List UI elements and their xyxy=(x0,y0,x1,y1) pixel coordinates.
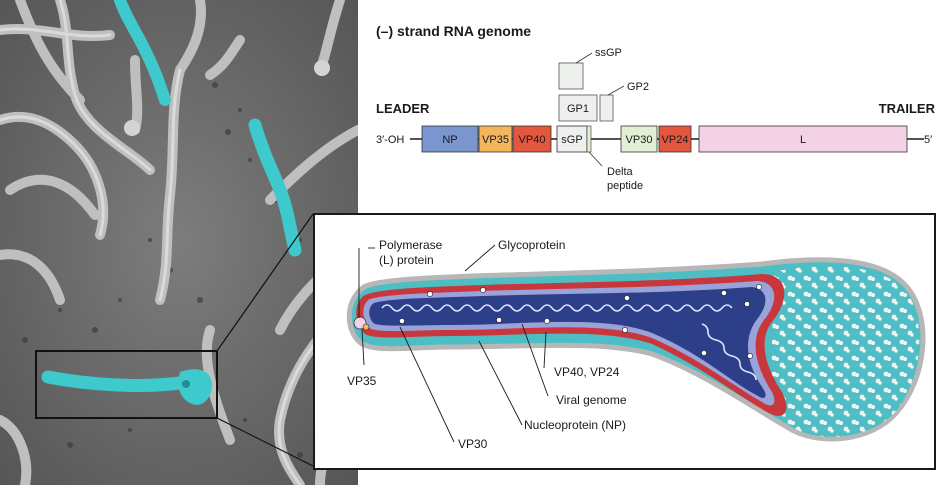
label-leaders xyxy=(358,244,549,443)
gene-l: L xyxy=(698,125,908,153)
gene-vp24: VP24 xyxy=(658,125,692,153)
gene-np-label: NP xyxy=(442,134,457,146)
gene-vp40-label: VP40 xyxy=(519,134,546,146)
nucleoprotein-coil-branch xyxy=(701,323,757,381)
delta-peptide-label-2: peptide xyxy=(607,180,643,192)
gp1-box xyxy=(558,94,598,122)
trailer-label: TRAILER xyxy=(878,101,935,116)
nucleoprotein-label: Nucleoprotein (NP) xyxy=(524,418,626,432)
delta-peptide-leader xyxy=(588,151,603,167)
leader-label: LEADER xyxy=(376,101,430,116)
virion-inset: Polymerase (L) protein Glycoprotein VP35… xyxy=(313,213,936,470)
gene-vp35-label: VP35 xyxy=(482,134,509,146)
gene-vp24-label: VP24 xyxy=(662,134,689,146)
vp35-label: VP35 xyxy=(347,374,377,388)
virion-head-knobs xyxy=(770,266,920,437)
gene-vp35: VP35 xyxy=(478,125,513,153)
gene-vp40: VP40 xyxy=(512,125,552,153)
ssgp-label: ssGP xyxy=(595,47,622,59)
glycoprotein-label: Glycoprotein xyxy=(498,238,565,252)
vp30-label: VP30 xyxy=(458,437,488,451)
delta-peptide-label-1: Delta xyxy=(607,166,634,178)
five-prime-end: 5′ xyxy=(924,134,932,146)
nucleoprotein-coil xyxy=(381,304,733,312)
gene-l-label: L xyxy=(800,134,806,146)
gp2-leader xyxy=(607,85,625,96)
polymerase-label-2: (L) protein xyxy=(379,253,434,267)
gene-np: NP xyxy=(421,125,479,153)
electron-micrograph xyxy=(0,0,358,485)
ssgp-leader xyxy=(575,52,593,64)
gp2-label: GP2 xyxy=(627,81,649,93)
gp2-box xyxy=(599,94,614,122)
three-prime-end: 3′-OH xyxy=(376,134,404,146)
gp1-label: GP1 xyxy=(567,103,589,115)
genome-title: (–) strand RNA genome xyxy=(376,23,532,39)
gene-vp30-label: VP30 xyxy=(626,134,653,146)
viral-genome-label: Viral genome xyxy=(556,393,627,407)
nucleocapsid-core xyxy=(369,287,766,398)
gene-vp30: VP30 xyxy=(620,125,658,153)
genome-map: (–) strand RNA genome LEADER TRAILER 3′-… xyxy=(358,0,937,212)
vp35-protein xyxy=(362,323,370,331)
polymerase-label-1: Polymerase xyxy=(379,238,443,252)
gene-sgp-label: sGP xyxy=(561,134,582,146)
delta-peptide-segment xyxy=(586,125,592,153)
virion-diagram: Polymerase (L) protein Glycoprotein VP35… xyxy=(346,238,926,451)
ssgp-box xyxy=(558,62,584,90)
genome-diagram: 3′-OH 5′ NP VP35 VP40 sGP VP30 VP24 xyxy=(376,47,932,192)
gene-sgp: sGP xyxy=(556,125,588,153)
vp40-vp24-label: VP40, VP24 xyxy=(554,365,620,379)
vp30-dots xyxy=(399,284,762,359)
